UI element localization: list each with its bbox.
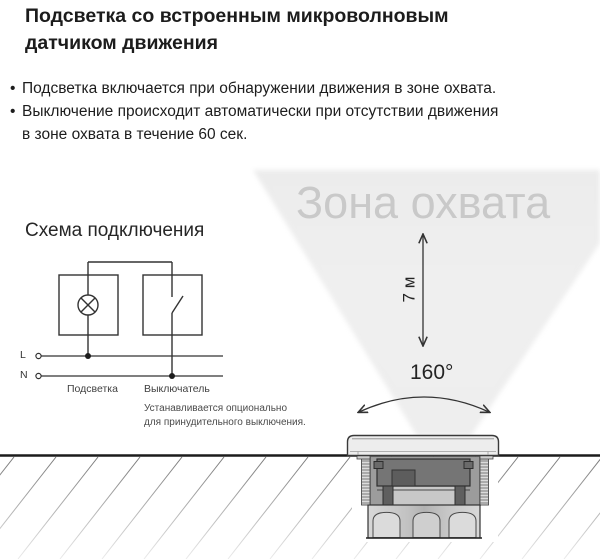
junction-dot [85,353,91,359]
bullet-marker: • [10,103,16,120]
bullet-item: • Выключение происходит автоматически пр… [10,100,498,146]
bullet-list: • Подсветка включается при обнаружении д… [10,77,498,146]
angle-label: 160° [410,361,454,384]
terminal-l-label: L [20,349,26,361]
terminal-n [35,372,42,380]
bullet-item-text: Подсветка включается при обнаружении дви… [22,80,497,97]
page-title-line1: Подсветка со встроенным микроволновым [25,5,449,27]
bullet-item-text: в зоне охвата в течение 60 сек. [22,126,248,143]
switch-note-line1: Устанавливается опционально [144,403,288,414]
bullet-item-text: Выключение происходит автоматически при … [22,103,499,120]
switch-icon [171,262,184,376]
lamp-box [58,274,119,336]
terminal-l [35,352,42,360]
range-label: 7 м [399,276,418,303]
angle-arc [359,396,489,412]
wiring-diagram [35,261,223,380]
switch-note-line2: для принудительного выключения. [144,417,306,428]
wiring-heading: Схема подключения [25,220,205,241]
lamp-label: Подсветка [67,383,118,395]
switch-note: Устанавливается опционально для принудит… [144,402,306,430]
soil-hatching [0,456,600,559]
junction-dot [169,373,175,379]
fixture-cross-section [346,434,500,539]
page-title: Подсветка со встроенным микроволновым да… [25,3,449,57]
bullet-item: • Подсветка включается при обнаружении д… [10,77,498,100]
lamp-icon [77,294,99,316]
page-title-line2: датчиком движения [25,32,218,54]
bullet-marker: • [10,80,16,97]
terminal-n-label: N [20,369,28,381]
switch-label: Выключатель [144,383,210,395]
fixture-cap [346,434,500,457]
coverage-watermark: Зона охвата [296,177,551,228]
